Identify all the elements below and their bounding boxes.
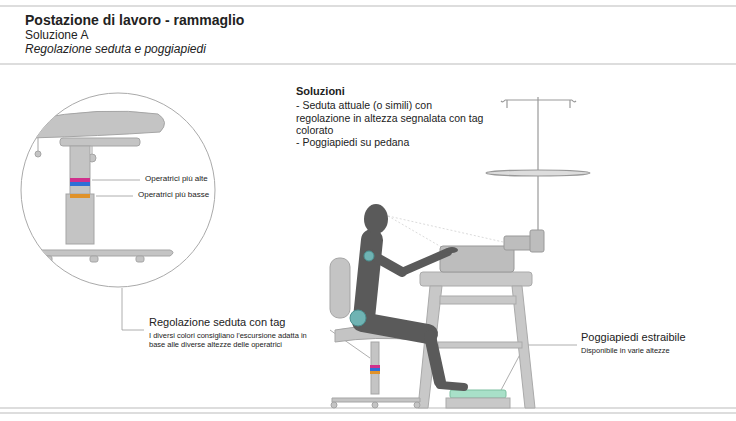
joint-markers bbox=[350, 251, 374, 326]
thread-stand bbox=[486, 97, 590, 250]
subtitle-italic: Regolazione seduta e poggiapiedi bbox=[25, 42, 206, 56]
page-title: Postazione di lavoro - rammaglio bbox=[25, 12, 244, 29]
tag-label: Operatrici più alte bbox=[144, 174, 209, 183]
callout-heading: Regolazione seduta con tag bbox=[149, 316, 285, 329]
work-table bbox=[418, 272, 535, 408]
worker-head bbox=[364, 204, 458, 253]
frame-lines bbox=[0, 6, 736, 413]
detail-inset: Operatrici più alteOperatrici più basse bbox=[20, 92, 216, 288]
seated-worker bbox=[362, 240, 464, 387]
solution-item: - Poggiapiedi su pedana bbox=[296, 136, 486, 149]
linking-machine bbox=[440, 230, 544, 272]
subtitle: Soluzione A bbox=[25, 28, 88, 42]
callout-body: I diversi colori consigliano l'escursion… bbox=[149, 331, 314, 349]
callout-body: Disponibile in varie altezze bbox=[581, 346, 670, 355]
callout-heading: Poggiapiedi estraibile bbox=[581, 331, 686, 344]
solution-item: - Seduta attuale (o simili) con regolazi… bbox=[296, 99, 486, 137]
solutions-heading: Soluzioni bbox=[296, 85, 345, 98]
footrest bbox=[446, 390, 510, 408]
tag-label: Operatrici più basse bbox=[137, 190, 210, 199]
